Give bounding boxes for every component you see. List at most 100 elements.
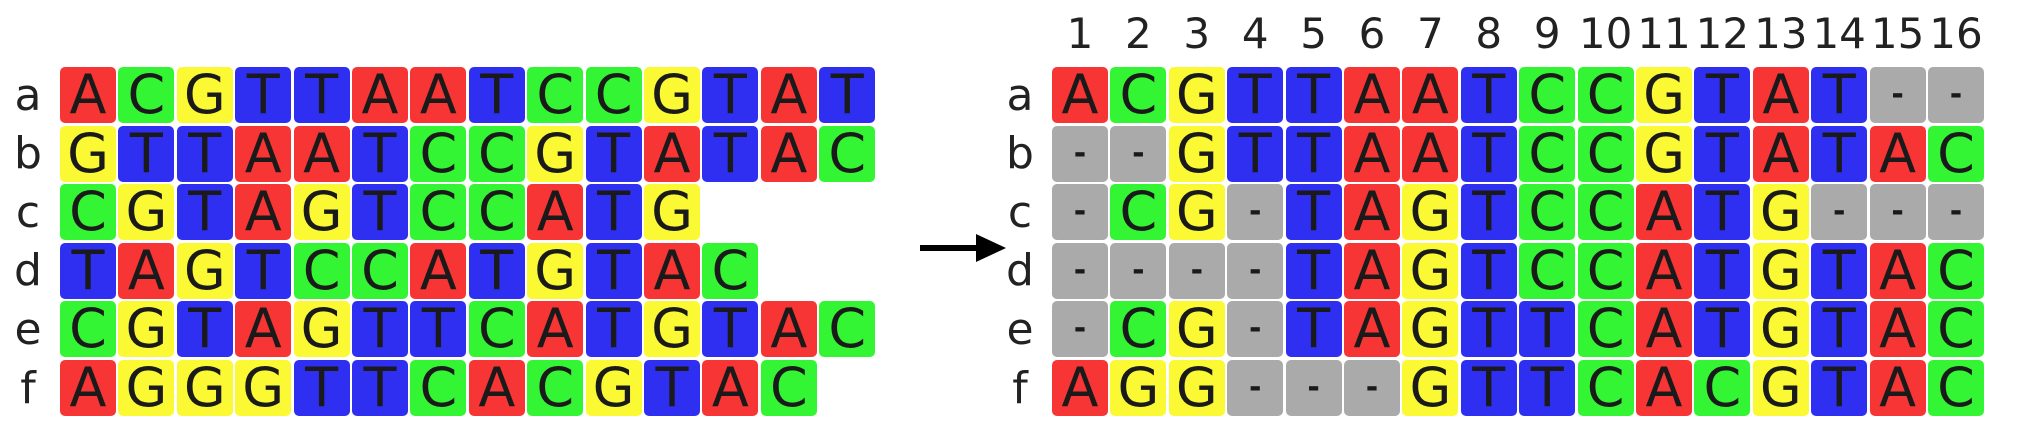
- aligned-cell: G: [1636, 67, 1692, 123]
- aligned-cell: G: [1752, 242, 1809, 299]
- unaligned-cell: C: [702, 242, 759, 299]
- unaligned-cell: A: [60, 67, 116, 123]
- gap-cell: -: [1869, 184, 1926, 241]
- row-label: a: [1006, 69, 1034, 121]
- gap-cell: -: [1928, 184, 1984, 241]
- unaligned-cell: T: [819, 67, 876, 123]
- unaligned-cell: T: [352, 125, 408, 182]
- gap-cell: -: [1052, 242, 1108, 299]
- gap-cell: -: [1928, 67, 1984, 123]
- unaligned-cell: A: [760, 125, 817, 182]
- column-number: 9: [1533, 8, 1561, 58]
- unaligned-cell: T: [585, 301, 642, 358]
- unaligned-cell: G: [644, 184, 700, 241]
- unaligned-cell: A: [235, 125, 292, 182]
- unaligned-cell: T: [176, 184, 233, 241]
- aligned-cell: C: [1110, 67, 1167, 123]
- unaligned-cell: A: [702, 360, 759, 416]
- aligned-cell: C: [1577, 301, 1634, 358]
- unaligned-cell: G: [235, 360, 292, 416]
- unaligned-cell: C: [60, 184, 116, 241]
- aligned-cell: C: [1928, 242, 1984, 299]
- unaligned-cell: T: [644, 360, 700, 416]
- aligned-cell: T: [1519, 301, 1576, 358]
- aligned-cell: A: [1636, 184, 1692, 241]
- unaligned-cell: T: [176, 125, 233, 182]
- unaligned-cell: A: [60, 360, 116, 416]
- unaligned-cell: T: [702, 67, 759, 123]
- unaligned-cell: C: [819, 301, 876, 358]
- unaligned-cell: A: [293, 125, 350, 182]
- aligned-cell: C: [1110, 301, 1167, 358]
- unaligned-cell: T: [585, 184, 642, 241]
- aligned-cell: A: [1344, 242, 1400, 299]
- unaligned-cell: C: [410, 125, 467, 182]
- aligned-cell: G: [1168, 125, 1225, 182]
- aligned-cell: T: [1694, 125, 1751, 182]
- unaligned-cell: G: [293, 301, 350, 358]
- aligned-cell: G: [1752, 301, 1809, 358]
- aligned-cell: C: [1694, 360, 1751, 416]
- unaligned-cell: C: [468, 301, 525, 358]
- aligned-cell: C: [1519, 67, 1576, 123]
- aligned-cell: A: [1869, 242, 1926, 299]
- aligned-cell: T: [1285, 67, 1342, 123]
- unaligned-cell: C: [468, 125, 525, 182]
- aligned-cell: T: [1285, 184, 1342, 241]
- aligned-cell: A: [1636, 242, 1692, 299]
- unaligned-cell: T: [352, 184, 408, 241]
- aligned-cell: T: [1519, 360, 1576, 416]
- aligned-cell: G: [1110, 360, 1167, 416]
- aligned-cell: G: [1636, 125, 1692, 182]
- row-label: f: [1012, 362, 1028, 414]
- unaligned-cell: C: [352, 242, 408, 299]
- aligned-cell: C: [1577, 67, 1634, 123]
- aligned-cell: T: [1460, 184, 1517, 241]
- column-number: 4: [1241, 8, 1269, 58]
- unaligned-cell: T: [585, 125, 642, 182]
- column-number: 5: [1300, 8, 1327, 58]
- unaligned-cell: T: [293, 67, 350, 123]
- row-label: f: [20, 362, 36, 414]
- column-number: 6: [1358, 8, 1386, 58]
- unaligned-cell: A: [527, 301, 584, 358]
- unaligned-cell: G: [527, 242, 584, 299]
- gap-cell: -: [1811, 184, 1868, 241]
- gap-cell: -: [1227, 301, 1284, 358]
- aligned-cell: C: [1519, 125, 1576, 182]
- unaligned-cell: T: [235, 67, 292, 123]
- aligned-cell: T: [1694, 242, 1751, 299]
- aligned-cell: T: [1460, 301, 1517, 358]
- unaligned-cell: G: [118, 184, 175, 241]
- column-number: 7: [1417, 8, 1444, 58]
- aligned-cell: T: [1285, 242, 1342, 299]
- unaligned-cell: C: [118, 67, 175, 123]
- aligned-cell: C: [1577, 242, 1634, 299]
- aligned-cell: C: [1928, 125, 1984, 182]
- gap-cell: -: [1869, 67, 1926, 123]
- column-number: 1: [1066, 8, 1094, 58]
- aligned-cell: T: [1460, 67, 1517, 123]
- unaligned-cell: G: [644, 67, 700, 123]
- aligned-cell: T: [1460, 360, 1517, 416]
- unaligned-cell: A: [352, 67, 408, 123]
- unaligned-cell: C: [527, 67, 584, 123]
- aligned-cell: C: [1577, 184, 1634, 241]
- gap-cell: -: [1285, 360, 1342, 416]
- unaligned-cell: T: [118, 125, 175, 182]
- gap-cell: -: [1227, 184, 1284, 241]
- unaligned-cell: G: [118, 360, 175, 416]
- gap-cell: -: [1110, 242, 1167, 299]
- aligned-cell: A: [1344, 301, 1400, 358]
- aligned-cell: G: [1402, 184, 1459, 241]
- row-label: d: [14, 245, 42, 297]
- column-number: 16: [1929, 8, 1983, 58]
- column-number: 14: [1812, 8, 1866, 58]
- row-label: b: [14, 128, 42, 180]
- unaligned-cell: G: [176, 67, 233, 123]
- unaligned-cell: T: [410, 301, 467, 358]
- unaligned-cell: A: [760, 301, 817, 358]
- unaligned-cell: C: [527, 360, 584, 416]
- unaligned-cell: A: [235, 301, 292, 358]
